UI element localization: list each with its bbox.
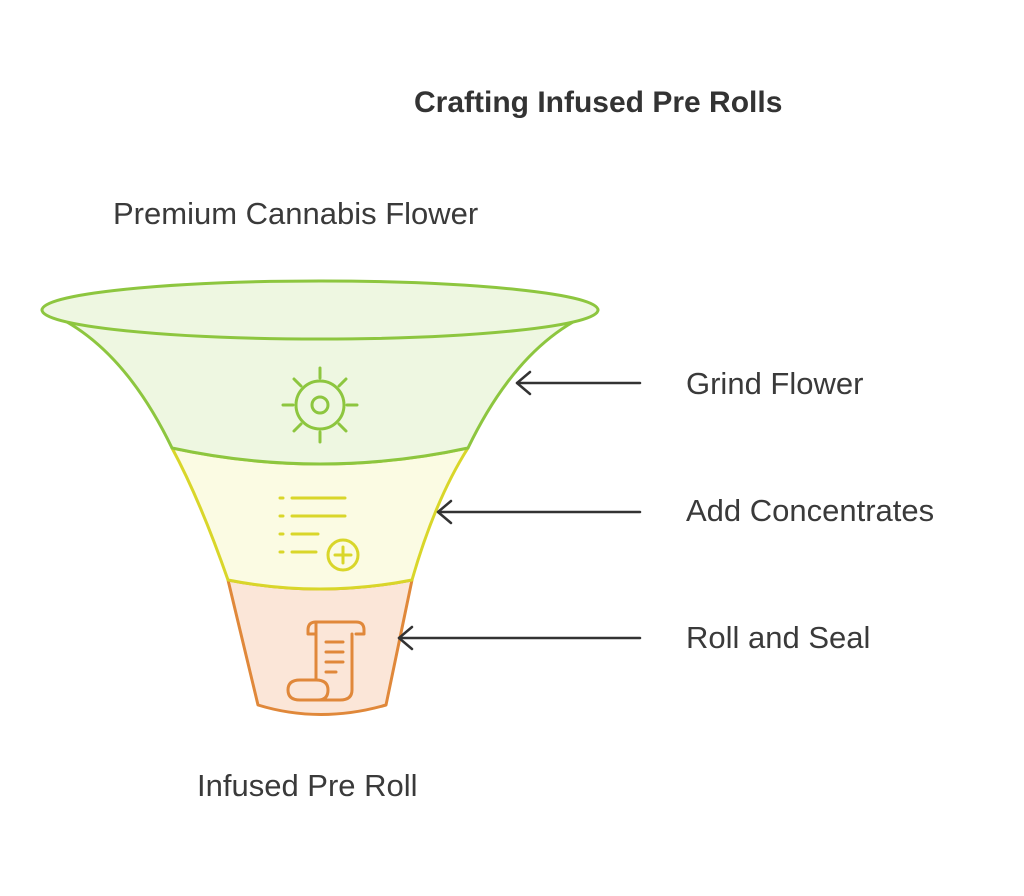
diagram-title: Crafting Infused Pre Rolls xyxy=(414,86,783,119)
funnel-output-label: Infused Pre Roll xyxy=(197,768,418,803)
stage-label-roll-and-seal: Roll and Seal xyxy=(686,620,871,655)
funnel-stage-3 xyxy=(226,578,414,716)
arrow-roll-and-seal xyxy=(397,625,642,651)
scroll-icon xyxy=(286,620,366,702)
arrow-add-concentrates xyxy=(436,499,642,525)
list-add-icon xyxy=(278,496,360,572)
arrow-grind-flower xyxy=(515,370,642,396)
funnel-input-label: Premium Cannabis Flower xyxy=(113,196,479,231)
sun-gear-icon xyxy=(281,366,359,444)
stage-label-add-concentrates: Add Concentrates xyxy=(686,493,935,528)
stage-label-grind-flower: Grind Flower xyxy=(686,366,864,401)
funnel-rim xyxy=(40,279,600,341)
funnel-stage-1 xyxy=(40,308,600,466)
funnel-stage-2 xyxy=(170,446,470,591)
